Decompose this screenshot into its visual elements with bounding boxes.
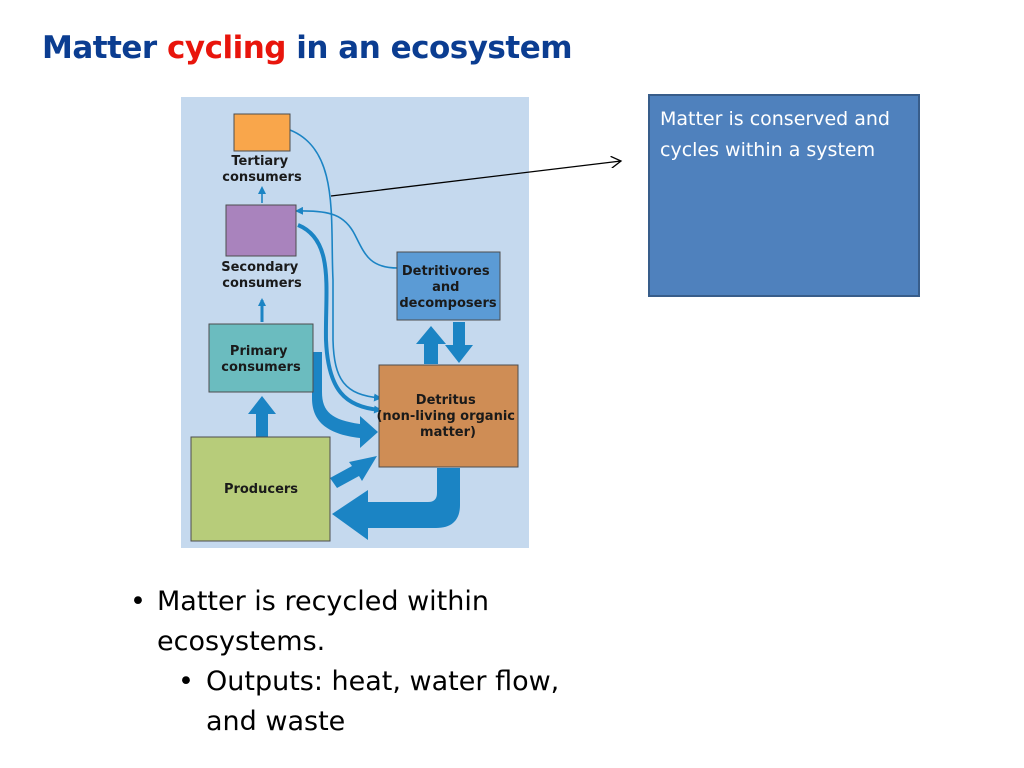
bullet-item-main: • Matter is recycled within ecosystems. — [130, 582, 610, 662]
box-primary: Primary consumers — [208, 323, 314, 393]
detritivores-label-line3: decomposers — [399, 296, 497, 311]
producers-box — [190, 436, 331, 542]
detritus-box — [378, 364, 519, 468]
callout-pointer-line — [330, 161, 621, 197]
detritus-label-line1: Detritus — [416, 393, 476, 408]
secondary-label-line1: Secondary — [221, 260, 299, 275]
arrow-tertiary-to-detritus — [289, 129, 382, 402]
box-secondary: Secondary consumers — [221, 204, 303, 291]
detritus-label-line2: (non-living organic — [376, 409, 515, 424]
arrow-producers-to-detritus — [330, 456, 377, 488]
arrow-producers-to-primary — [248, 396, 276, 437]
callout-box: Matter is conserved and cycles within a … — [648, 94, 920, 297]
box-tertiary: Tertiary consumers — [222, 113, 302, 185]
primary-label-line2: consumers — [221, 360, 301, 375]
box-detritus: Detritus (non-living organic matter) — [376, 364, 519, 468]
box-detritivores: Detritivores and decomposers — [396, 251, 501, 321]
bullet-list: • Matter is recycled within ecosystems. … — [130, 582, 610, 742]
producers-label-line1: Producers — [224, 482, 298, 497]
box-producers: Producers — [190, 436, 331, 542]
bullet-dot: • — [178, 666, 194, 697]
slide-title: Matter cycling in an ecosystem — [42, 30, 573, 66]
title-matter: Matter — [42, 30, 157, 66]
detritivores-label-line1: Detritivores — [402, 264, 490, 279]
tertiary-consumers-box — [233, 113, 291, 152]
arrow-detritivores-to-detritus — [445, 322, 473, 363]
bullet-dot: • — [130, 586, 146, 617]
title-cycling: cycling — [167, 30, 286, 66]
detritivores-label-line2: and — [432, 280, 459, 295]
tertiary-label-line1: Tertiary — [231, 154, 288, 169]
callout-text: Matter is conserved and cycles within a … — [660, 108, 890, 161]
bullet-text-main: Matter is recycled within ecosystems. — [157, 586, 489, 657]
detritivores-box — [396, 251, 501, 321]
detritus-label: Detritus (non-living organic matter) — [376, 393, 519, 440]
arrow-detritus-to-producers — [332, 468, 460, 540]
arrow-detritivores-to-secondary — [295, 206, 399, 269]
thick-flow-arrows — [248, 322, 473, 540]
arrow-primary-to-detritus — [312, 352, 378, 448]
secondary-consumers-box — [225, 204, 297, 257]
detritus-label-line3: matter) — [420, 425, 476, 440]
primary-label: Primary consumers — [221, 344, 301, 375]
detritivores-label: Detritivores and decomposers — [399, 264, 497, 311]
thin-flow-arrows — [258, 129, 399, 414]
bullet-item-sub: • Outputs: heat, water flow, and waste — [178, 662, 610, 742]
producers-label: Producers — [224, 482, 298, 497]
arrow-secondary-to-detritus — [297, 223, 382, 414]
title-in-an-ecosystem: in an ecosystem — [296, 30, 573, 66]
primary-consumers-box — [208, 323, 314, 393]
arrow-detritus-to-detritivores — [416, 326, 446, 364]
tertiary-label: Tertiary consumers — [222, 154, 302, 185]
tertiary-label-line2: consumers — [222, 170, 302, 185]
bullet-text-sub: Outputs: heat, water flow, and waste — [206, 666, 560, 737]
primary-label-line1: Primary — [230, 344, 288, 359]
secondary-label: Secondary consumers — [221, 260, 303, 291]
secondary-label-line2: consumers — [222, 276, 302, 291]
